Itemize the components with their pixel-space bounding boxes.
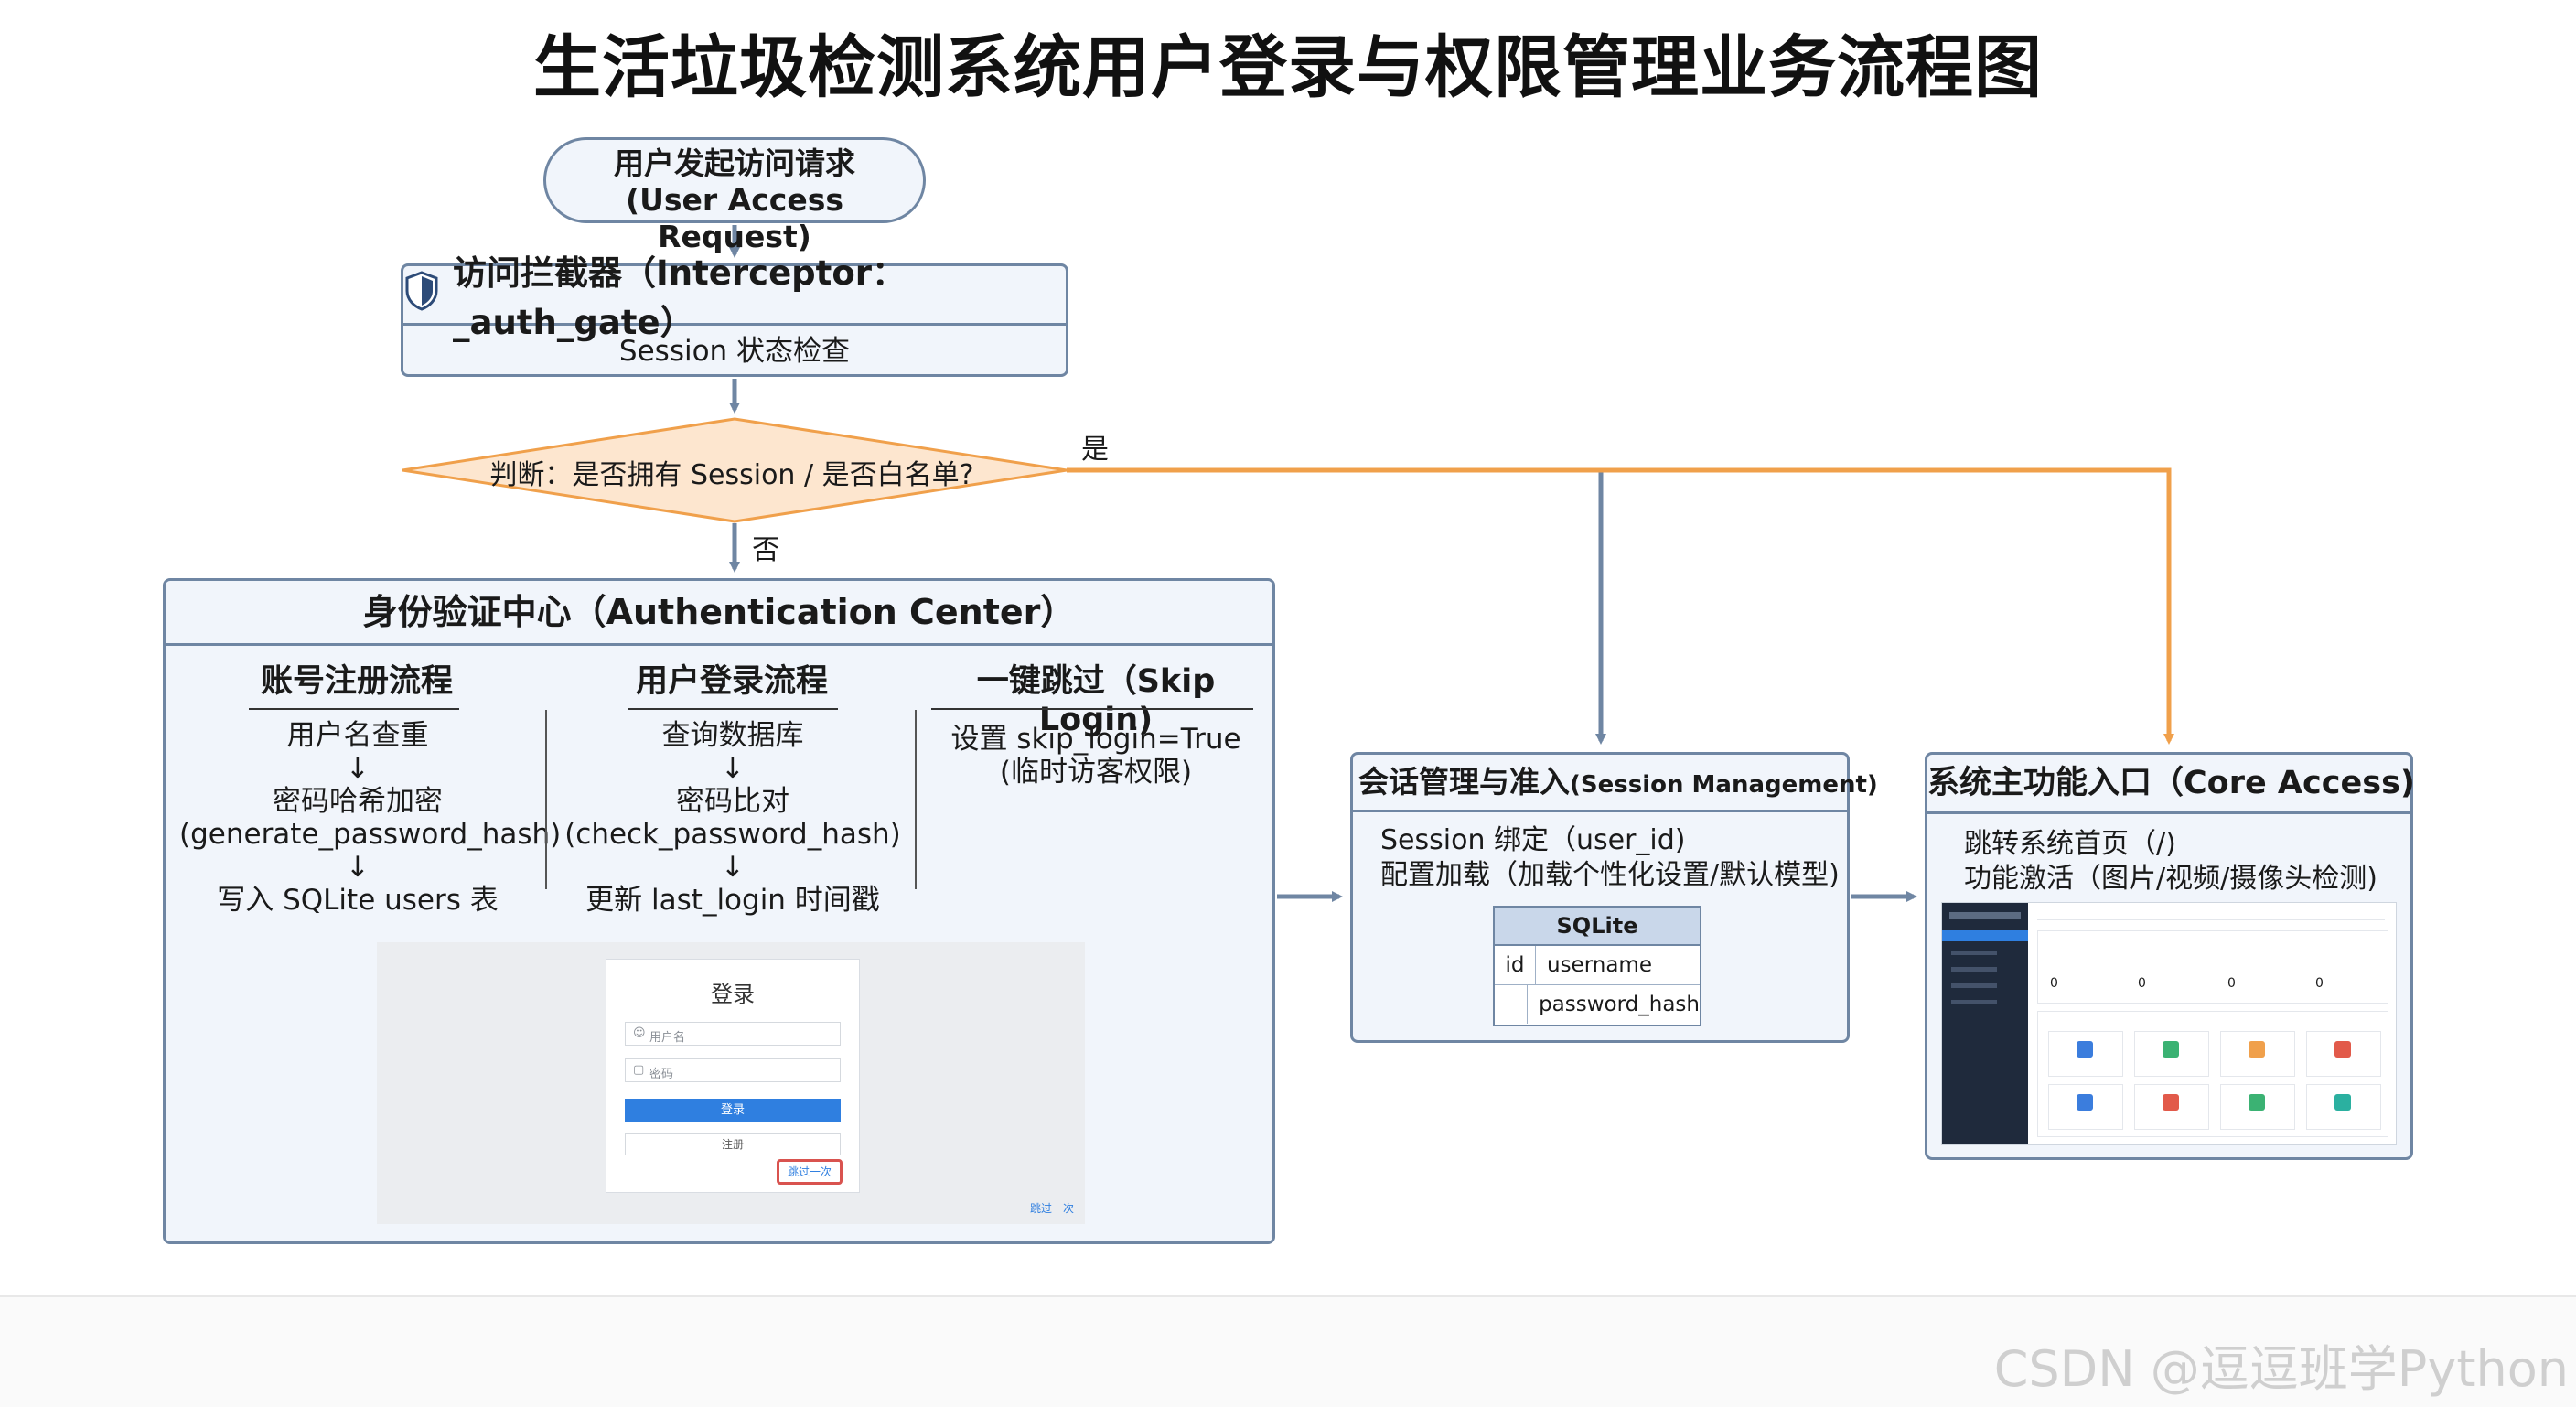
column-divider [545, 710, 547, 889]
password-input[interactable]: ▢ 密码 [625, 1058, 841, 1082]
feature-tile[interactable] [2048, 1031, 2123, 1077]
login-step: 更新 last_login 时间戳 [585, 884, 880, 917]
skip-step: 设置 skip_login=True [950, 723, 1241, 756]
skip-login-title: 一键跳过（Skip Login) [976, 663, 1216, 738]
decision-text: 判断：是否拥有 Session / 是否白名单? [489, 459, 974, 491]
table-cell: username [1547, 953, 1652, 977]
register-flow-title: 账号注册流程 [260, 663, 453, 700]
core-access-title: 系统主功能入口（Core Access) [1927, 755, 2415, 814]
login-step: 密码比对 [676, 785, 789, 818]
table-row: id username [1495, 946, 1700, 985]
session-line: Session 绑定（user_id) [1380, 824, 1686, 856]
register-flow-rule [249, 708, 459, 710]
arrow-decision-yes-core [1067, 467, 2174, 745]
skip-login-steps: 设置 skip_login=True (临时访客权限) [920, 723, 1272, 789]
yes-label: 是 [1081, 434, 1109, 466]
decision-diamond [402, 417, 1068, 523]
login-flow-steps: 查询数据库 ↓ 密码比对 (check_password_hash) ↓ 更新 … [554, 719, 911, 917]
login-card: 登录 ☺ 用户名 ▢ 密码 登录 注册 跳过一次 [606, 959, 860, 1193]
interceptor-subtitle: Session 状态检查 [618, 335, 851, 368]
session-title-en: (Session Management) [1570, 771, 1878, 799]
feature-tile[interactable] [2306, 1084, 2381, 1130]
sqlite-header: SQLite [1495, 908, 1700, 946]
auth-center-title: 身份验证中心（Authentication Center） [166, 581, 1272, 646]
register-step: 用户名查重 [286, 719, 429, 752]
feature-tile[interactable] [2220, 1031, 2295, 1077]
no-label: 否 [752, 534, 779, 566]
register-step: 密码哈希加密 [273, 785, 443, 818]
skip-corner-link[interactable]: 跳过一次 [1030, 1202, 1075, 1215]
shield-icon [403, 270, 440, 319]
login-flow-title: 用户登录流程 [635, 663, 828, 700]
password-placeholder: 密码 [649, 1068, 674, 1081]
feature-tile[interactable] [2220, 1084, 2295, 1130]
session-line: 配置加载（加载个性化设置/默认模型) [1380, 859, 1840, 891]
lock-icon: ▢ [633, 1063, 645, 1077]
flow-arrow: ↓ [721, 752, 745, 785]
login-step: (check_password_hash) [564, 818, 901, 851]
footer-band [0, 1295, 2576, 1407]
feature-tile[interactable] [2134, 1084, 2209, 1130]
flow-arrow: ↓ [721, 851, 745, 884]
flow-arrow: ↓ [346, 851, 370, 884]
username-input[interactable]: ☺ 用户名 [625, 1022, 841, 1046]
feature-tile[interactable] [2134, 1031, 2209, 1077]
sqlite-table: SQLite id username password_hash [1493, 906, 1701, 1026]
register-flow-steps: 用户名查重 ↓ 密码哈希加密 (generate_password_hash) … [179, 719, 562, 917]
table-cell: id [1495, 946, 1536, 984]
username-placeholder: 用户名 [649, 1031, 686, 1045]
stat-value: 0 [2138, 976, 2146, 991]
feature-tile[interactable] [2048, 1084, 2123, 1130]
interceptor-title: 访问拦截器（Interceptor：_auth_gate） [453, 253, 907, 342]
register-step: (generate_password_hash) [179, 818, 562, 851]
start-line1: 用户发起访问请求 [614, 145, 855, 181]
table-cell: password_hash [1539, 993, 1700, 1016]
user-icon: ☺ [633, 1026, 646, 1040]
skip-step: (临时访客权限) [999, 756, 1193, 789]
page-title: 生活垃圾检测系统用户登录与权限管理业务流程图 [533, 28, 2043, 107]
login-heading: 登录 [711, 982, 755, 1007]
stat-value: 0 [2315, 976, 2324, 991]
table-row: password_hash [1495, 985, 1700, 1024]
interceptor-node: 访问拦截器（Interceptor：_auth_gate） Session 状态… [401, 253, 1068, 377]
skip-login-rule [931, 708, 1253, 710]
dashboard-sidebar [1942, 903, 2028, 1144]
start-line2: (User Access Request) [626, 182, 843, 254]
login-step: 查询数据库 [661, 719, 804, 752]
feature-tile[interactable] [2306, 1031, 2381, 1077]
stat-value: 0 [2227, 976, 2236, 991]
skip-once-button[interactable]: 跳过一次 [777, 1159, 843, 1185]
register-step: 写入 SQLite users 表 [217, 884, 499, 917]
session-title: 会话管理与准入 [1358, 764, 1570, 800]
stat-value: 0 [2050, 976, 2058, 991]
core-line: 功能激活（图片/视频/摄像头检测) [1964, 863, 2377, 895]
login-button[interactable]: 登录 [625, 1099, 841, 1122]
column-divider [915, 710, 917, 889]
flow-arrow: ↓ [346, 752, 370, 785]
watermark: CSDN @逗逗班学Python [1993, 1340, 2569, 1398]
table-cell [1495, 985, 1529, 1024]
register-button[interactable]: 注册 [625, 1133, 841, 1155]
start-node: 用户发起访问请求 (User Access Request) [543, 137, 926, 254]
login-flow-rule [628, 708, 838, 710]
dashboard-screenshot: 0 0 0 0 [1941, 902, 2397, 1145]
core-line: 跳转系统首页（/) [1964, 828, 2176, 860]
